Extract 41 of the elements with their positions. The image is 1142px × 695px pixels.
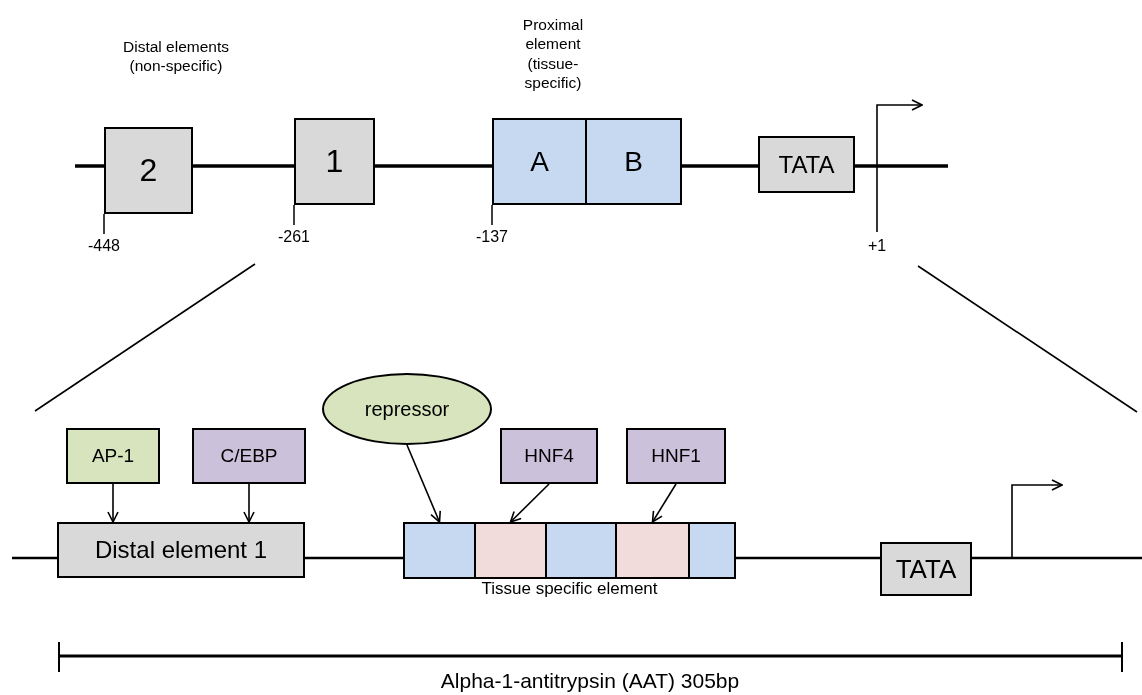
factor-box	[626, 428, 726, 484]
element-box	[57, 522, 305, 578]
tata-box	[758, 136, 855, 193]
element-name: C/EBP	[220, 445, 278, 467]
position-label: -448	[87, 236, 121, 256]
arrow	[651, 483, 677, 523]
segment-box	[545, 522, 617, 579]
factor-box	[66, 428, 160, 484]
arrow	[243, 483, 255, 523]
segment-box	[615, 522, 690, 579]
element-box	[294, 118, 375, 205]
arrow	[107, 483, 119, 523]
segment-box	[688, 522, 736, 579]
heading-text: Proximal element (tissue-specific)	[522, 15, 584, 93]
element-name: A	[530, 145, 549, 178]
position-label: -137	[475, 227, 509, 247]
element-name: B	[624, 145, 643, 178]
factor-box	[192, 428, 306, 484]
tata-box	[880, 542, 972, 596]
position-label: +1	[866, 236, 888, 256]
heading-text: Distal elements (non-specific)	[122, 37, 230, 76]
arrow	[406, 444, 441, 523]
element-name: TATA	[895, 553, 957, 585]
element-box	[492, 118, 587, 205]
length-label: Alpha-1-antitrypsin (AAT) 305bp	[439, 668, 741, 694]
element-caption: Tissue specific element	[480, 579, 659, 600]
position-label: -261	[277, 227, 311, 247]
element-name: HNF1	[651, 445, 701, 467]
element-name: TATA	[778, 150, 835, 179]
element-name: HNF4	[524, 445, 574, 467]
element-name: repressor	[364, 397, 450, 421]
arrow	[509, 483, 550, 523]
element-name: AP-1	[91, 445, 135, 467]
element-name: 2	[139, 152, 158, 189]
element-name: 1	[325, 143, 344, 180]
element-box	[104, 127, 193, 214]
element-box	[585, 118, 682, 205]
factor-box	[500, 428, 598, 484]
element-name: Distal element 1	[94, 536, 268, 564]
segment-box	[403, 522, 476, 579]
segment-box	[474, 522, 547, 579]
